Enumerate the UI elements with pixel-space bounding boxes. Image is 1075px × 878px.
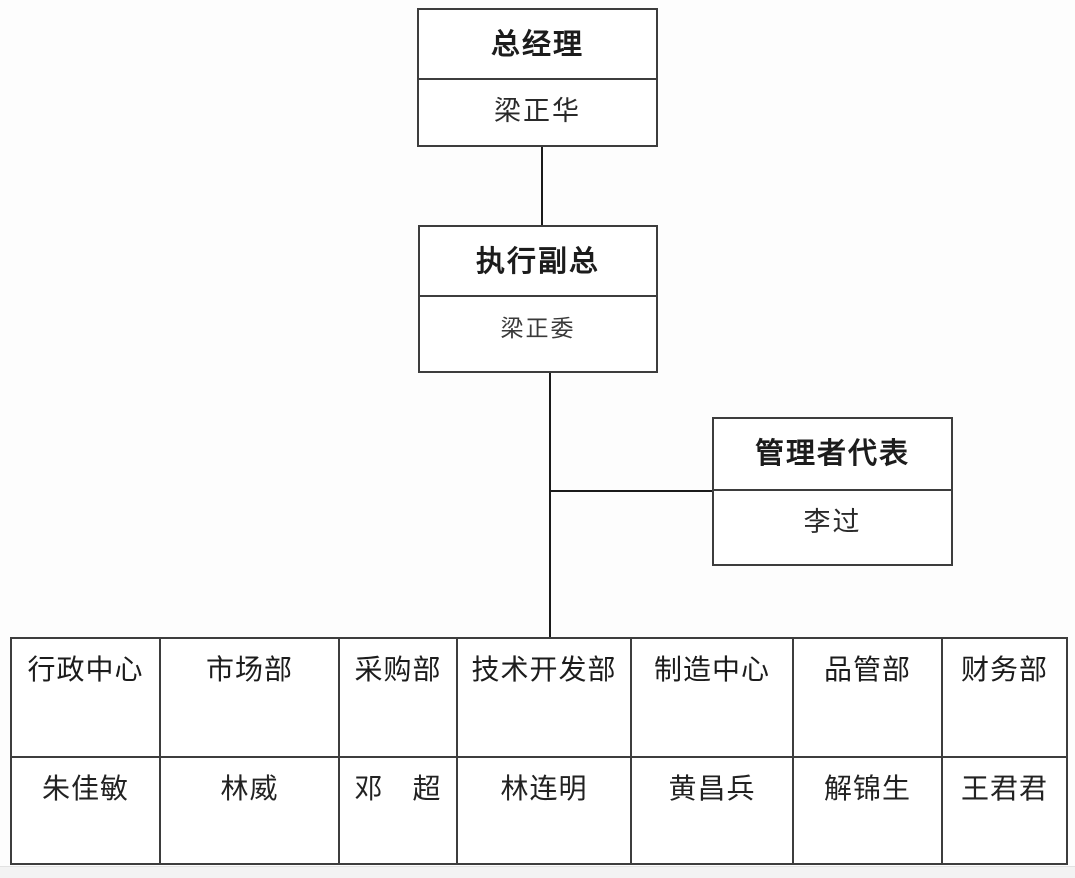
- head-cell-finance: 王君君: [960, 774, 1048, 805]
- node-management-rep-title: 管理者代表: [714, 419, 951, 491]
- dept-cell-manufacturing: 制造中心: [632, 639, 794, 758]
- dept-cell-quality: 品管部: [794, 639, 943, 758]
- head-cell-quality: 解锦生: [794, 758, 943, 863]
- node-executive-vp-name: 梁正委: [500, 316, 576, 341]
- node-management-rep-name: 李过: [803, 507, 862, 537]
- dept-cell-finance: 财务部: [943, 639, 1066, 758]
- node-executive-vp: 执行副总 梁正委: [418, 225, 658, 373]
- dept-cell-marketing: 市场部: [161, 639, 340, 758]
- head-cell-purchasing: 邓 超: [340, 758, 458, 863]
- head-cell-tech-dev: 林连明: [458, 758, 632, 863]
- head-cell-manufacturing: 黄昌兵: [632, 758, 794, 863]
- connector-evp-to-departments: [549, 373, 551, 637]
- dept-cell-tech-dev: 技术开发部: [458, 639, 632, 758]
- page-bottom-edge: [0, 866, 1075, 878]
- node-general-manager-title: 总经理: [419, 10, 656, 80]
- node-management-rep: 管理者代表 李过: [712, 417, 953, 566]
- node-general-manager-name: 梁正华: [494, 96, 581, 126]
- head-cell-marketing: 林威: [161, 758, 340, 863]
- node-general-manager: 总经理 梁正华: [417, 8, 658, 147]
- dept-cell-purchasing: 采购部: [340, 639, 458, 758]
- head-cell-admin-center: 朱佳敏: [12, 758, 161, 863]
- connector-gm-to-evp: [541, 147, 543, 225]
- node-executive-vp-title: 执行副总: [420, 227, 656, 297]
- dept-cell-admin-center: 行政中心: [12, 639, 161, 758]
- connector-evp-to-management-rep: [549, 490, 712, 492]
- departments-table: 行政中心 市场部 采购部 技术开发部 制造中心 品管部 财务部 朱佳敏 林威 邓…: [10, 637, 1068, 865]
